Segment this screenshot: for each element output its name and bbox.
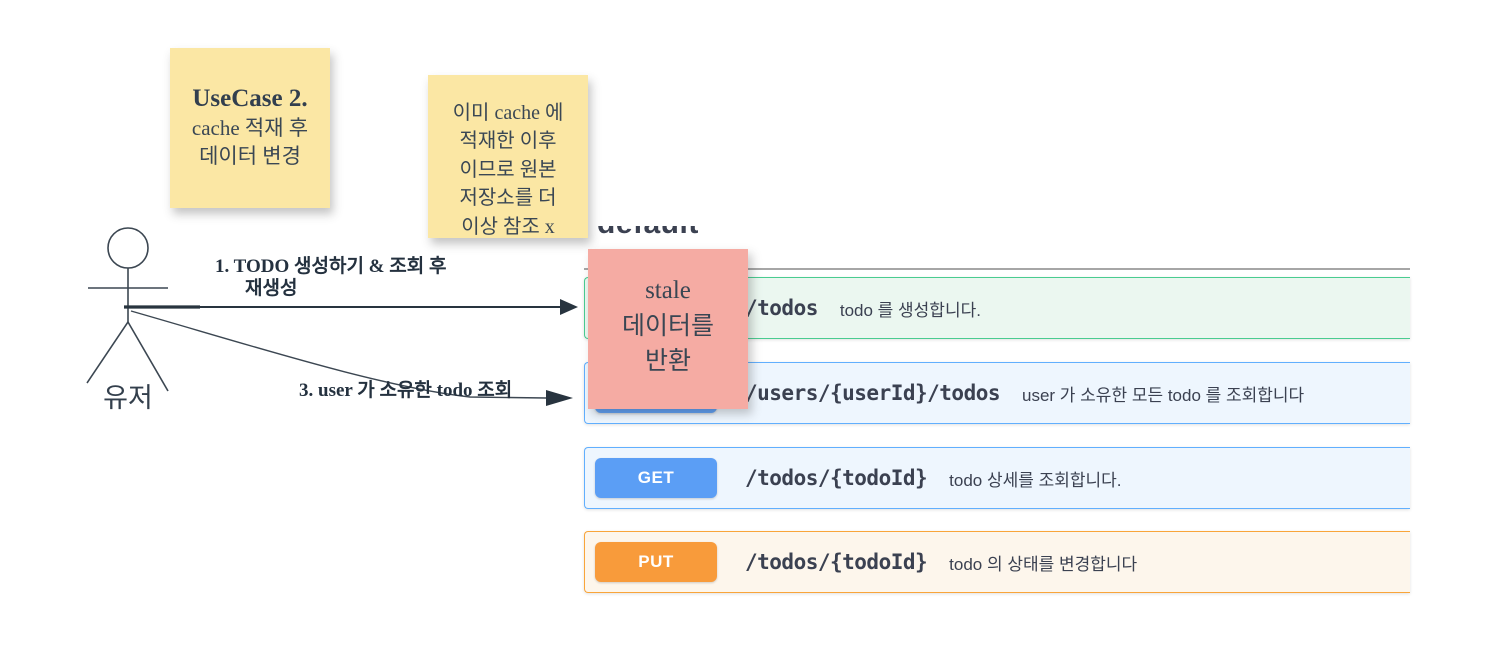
endpoint-path: /todos/{todoId}: [745, 466, 928, 490]
arrow-1-label-line1: 1. TODO 생성하기 & 조회 후: [215, 256, 447, 277]
api-section-header[interactable]: default: [597, 226, 757, 243]
arrow-1: [124, 299, 578, 315]
endpoint-description: todo 상세를 조회합니다.: [949, 470, 1122, 490]
api-section-title: default: [597, 226, 757, 241]
actor-leg-right: [127, 321, 169, 392]
actor-label: 유저: [103, 383, 153, 413]
actor-figure: [86, 227, 169, 392]
arrow-3: [130, 310, 573, 406]
sticky-note-line: 반환: [644, 348, 691, 375]
sticky-note-line: 저장소를 더: [459, 187, 557, 210]
endpoint-description: user 가 소유한 모든 todo 를 조회합니다: [1022, 385, 1305, 405]
sticky-note-line: cache 적재 후: [191, 116, 309, 140]
sticky-note-cache: 이미 cache 에 적재한 이후 이므로 원본 저장소를 더 이상 참조 x: [428, 75, 588, 238]
method-badge-get: GET: [595, 458, 717, 498]
arrow-1-head: [560, 299, 578, 315]
arrow-1-label-line2: 재생성: [245, 278, 298, 299]
arrow-3-head: [546, 390, 573, 406]
arrow-3-label: 3. user 가 소유한 todo 조회: [299, 380, 513, 401]
endpoint-description: todo 를 생성합니다.: [839, 300, 981, 320]
sticky-note-line: 이상 참조 x: [461, 215, 555, 238]
sticky-note-line: 데이터 변경: [199, 144, 301, 169]
usecase-diagram: 유저: [86, 227, 578, 413]
actor-leg-left: [86, 321, 129, 384]
endpoint-path: /users/{userId}/todos: [745, 381, 1001, 405]
endpoint-row-get-todo-detail[interactable]: GET /todos/{todoId} todo 상세를 조회합니다.: [584, 447, 1410, 509]
sticky-note-line: stale: [645, 277, 691, 304]
section-divider: [584, 268, 1410, 270]
sticky-note-usecase: UseCase 2. cache 적재 후 데이터 변경: [170, 48, 330, 208]
arrow-1-label: 1. TODO 생성하기 & 조회 후 재생성: [215, 256, 446, 300]
sticky-note-title: UseCase 2.: [192, 85, 308, 112]
method-badge-put: PUT: [595, 542, 717, 582]
sticky-note-stale: stale 데이터를 반환: [588, 249, 748, 409]
endpoint-path: /todos: [745, 296, 818, 320]
sticky-note-line: 이미 cache 에: [452, 102, 564, 124]
endpoint-description: todo 의 상태를 변경합니다: [949, 554, 1138, 574]
endpoint-path: /todos/{todoId}: [745, 550, 928, 574]
sticky-note-line: 이므로 원본: [459, 158, 557, 181]
actor-head: [107, 227, 149, 269]
endpoint-row-put-todo[interactable]: PUT /todos/{todoId} todo 의 상태를 변경합니다: [584, 531, 1410, 593]
sticky-note-line: 적재한 이후: [459, 130, 557, 153]
sticky-note-line: 데이터를: [621, 312, 714, 340]
